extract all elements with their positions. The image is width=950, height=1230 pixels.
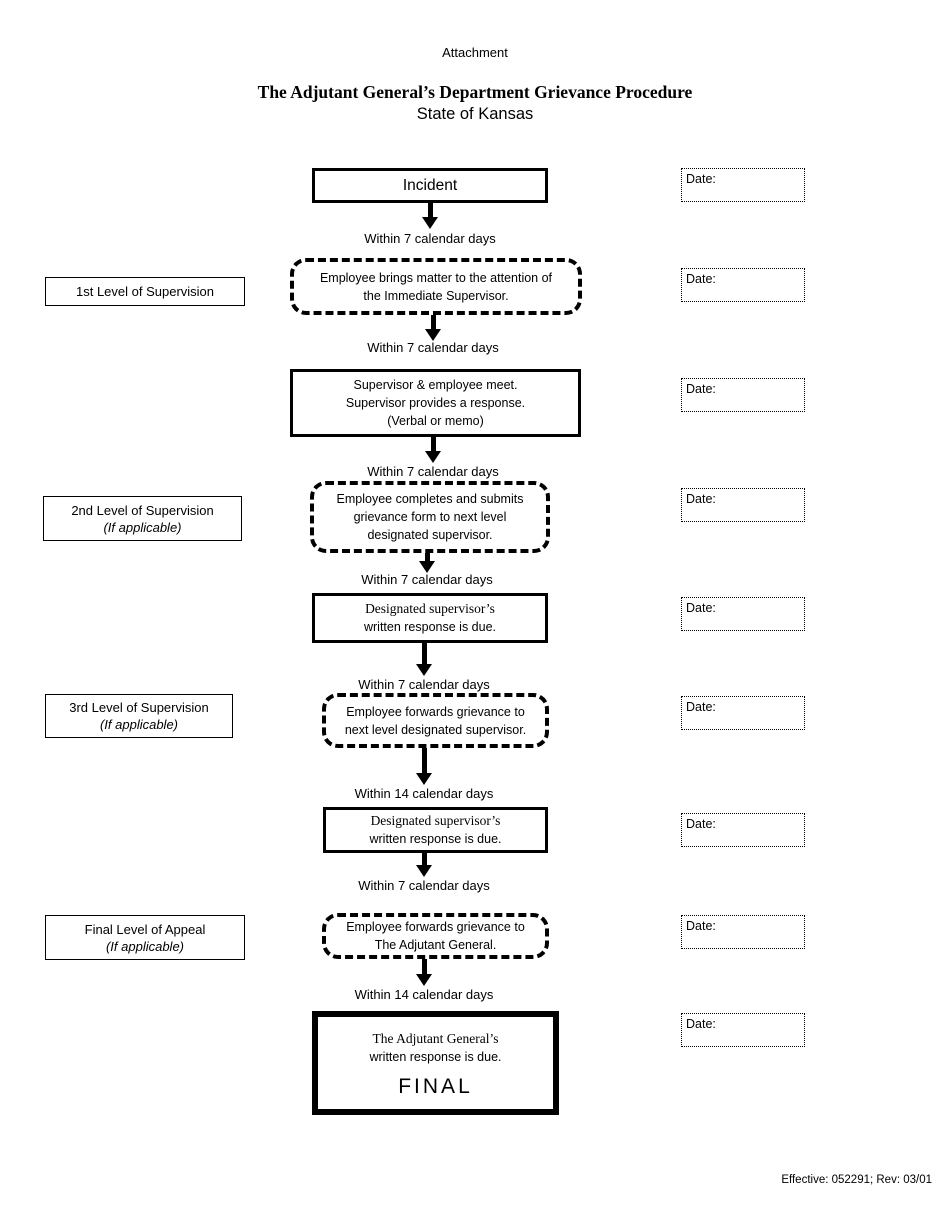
- arrow-head: [419, 561, 435, 573]
- connector-label: Within 7 calendar days: [358, 878, 490, 893]
- node-line: Employee completes and submits: [336, 492, 524, 506]
- down-arrow-icon: [425, 315, 441, 341]
- flow-node-response-due-2: Designated supervisor’s written response…: [323, 807, 548, 853]
- node-line: written response is due.: [363, 620, 496, 634]
- arrow-shaft: [430, 315, 436, 329]
- arrow-shaft: [427, 203, 433, 217]
- flow-node-bring-matter: Employee brings matter to the attention …: [290, 258, 582, 315]
- connector-label: Within 7 calendar days: [361, 572, 493, 587]
- side-label-note: (If applicable): [99, 717, 179, 732]
- node-line: written response is due.: [369, 1050, 502, 1064]
- flow-node-response-due-1: Designated supervisor’s written response…: [312, 593, 548, 643]
- connector-label: Within 14 calendar days: [354, 987, 494, 1002]
- connector-label: Within 7 calendar days: [367, 340, 499, 355]
- side-label-title: Final Level of Appeal: [84, 921, 206, 937]
- node-line: Employee forwards grievance to: [346, 704, 525, 719]
- node-line: The Adjutant General.: [374, 938, 497, 952]
- node-line: Supervisor provides a response.: [345, 396, 526, 410]
- down-arrow-icon: [416, 853, 432, 877]
- date-field: Date:: [681, 813, 805, 847]
- node-line: Employee forwards grievance to: [346, 920, 525, 934]
- side-label-note: (If applicable): [105, 938, 185, 954]
- incident-label: Incident: [402, 176, 458, 194]
- node-line: (Verbal or memo): [387, 414, 484, 428]
- date-field: Date:: [681, 488, 805, 522]
- down-arrow-icon: [419, 553, 435, 573]
- side-label-note: (If applicable): [103, 519, 182, 535]
- date-label: Date:: [686, 492, 716, 506]
- arrow-shaft: [421, 959, 427, 974]
- attachment-label: Attachment: [442, 45, 508, 60]
- side-label-title: 2nd Level of Supervision: [71, 502, 214, 518]
- node-line: written response is due.: [369, 832, 502, 846]
- arrow-head: [416, 974, 432, 986]
- node-line: grievance form to next level: [353, 510, 507, 524]
- down-arrow-icon: [425, 437, 441, 463]
- date-field: Date:: [681, 378, 805, 412]
- date-label: Date:: [686, 919, 716, 933]
- date-label: Date:: [686, 172, 716, 186]
- arrow-shaft: [421, 853, 427, 865]
- flow-node-incident: Incident: [312, 168, 548, 203]
- node-line: designated supervisor.: [367, 528, 493, 542]
- date-label: Date:: [686, 700, 716, 714]
- date-label: Date:: [686, 382, 716, 396]
- down-arrow-icon: [416, 959, 432, 986]
- flow-node-forward-next: Employee forwards grievance to next leve…: [322, 693, 549, 748]
- node-line: The Adjutant General’s: [372, 1031, 499, 1046]
- flow-node-supervisor-meet: Supervisor & employee meet. Supervisor p…: [290, 369, 581, 437]
- node-line: Supervisor & employee meet.: [353, 378, 518, 392]
- down-arrow-icon: [416, 748, 432, 785]
- down-arrow-icon: [416, 643, 432, 676]
- arrow-head: [425, 329, 441, 341]
- side-label-3rd-level: 3rd Level of Supervision (If applicable): [45, 694, 233, 738]
- date-label: Date:: [686, 601, 716, 615]
- final-label: FINAL: [398, 1075, 473, 1098]
- arrow-shaft: [421, 643, 427, 664]
- footer-revision: Effective: 052291; Rev: 03/01: [781, 1174, 932, 1186]
- node-line: next level designated supervisor.: [344, 722, 527, 737]
- connector-label: Within 7 calendar days: [364, 231, 496, 246]
- date-field: Date:: [681, 696, 805, 730]
- arrow-shaft: [421, 748, 427, 773]
- date-field: Date:: [681, 915, 805, 949]
- node-line: Designated supervisor’s: [370, 813, 501, 828]
- down-arrow-icon: [422, 203, 438, 229]
- side-label-2nd-level: 2nd Level of Supervision (If applicable): [43, 496, 242, 541]
- arrow-shaft: [424, 553, 430, 561]
- date-field: Date:: [681, 268, 805, 302]
- date-label: Date:: [686, 1017, 716, 1031]
- flow-node-forward-adjutant-general: Employee forwards grievance to The Adjut…: [322, 913, 549, 959]
- connector-label: Within 14 calendar days: [354, 786, 494, 801]
- flow-node-submit-form: Employee completes and submits grievance…: [310, 481, 550, 553]
- date-field: Date:: [681, 1013, 805, 1047]
- connector-label: Within 7 calendar days: [358, 677, 490, 692]
- arrow-head: [416, 773, 432, 785]
- flow-node-final-response: The Adjutant General’s written response …: [312, 1011, 559, 1115]
- arrow-head: [416, 865, 432, 877]
- connector-label: Within 7 calendar days: [367, 464, 499, 479]
- node-line: the Immediate Supervisor.: [363, 288, 509, 303]
- date-label: Date:: [686, 817, 716, 831]
- side-label-title: 3rd Level of Supervision: [69, 700, 209, 715]
- date-label: Date:: [686, 272, 716, 286]
- arrow-head: [425, 451, 441, 463]
- side-label-1st-level: 1st Level of Supervision: [45, 277, 245, 306]
- side-label-title: 1st Level of Supervision: [75, 284, 215, 299]
- page-subtitle: State of Kansas: [416, 105, 534, 123]
- arrow-head: [422, 217, 438, 229]
- node-line: Employee brings matter to the attention …: [319, 270, 553, 285]
- arrow-shaft: [430, 437, 436, 451]
- date-field: Date:: [681, 168, 805, 202]
- date-field: Date:: [681, 597, 805, 631]
- arrow-head: [416, 664, 432, 676]
- side-label-final-appeal: Final Level of Appeal (If applicable): [45, 915, 245, 960]
- node-line: Designated supervisor’s: [365, 601, 495, 616]
- page-title: The Adjutant General’s Department Grieva…: [257, 82, 693, 102]
